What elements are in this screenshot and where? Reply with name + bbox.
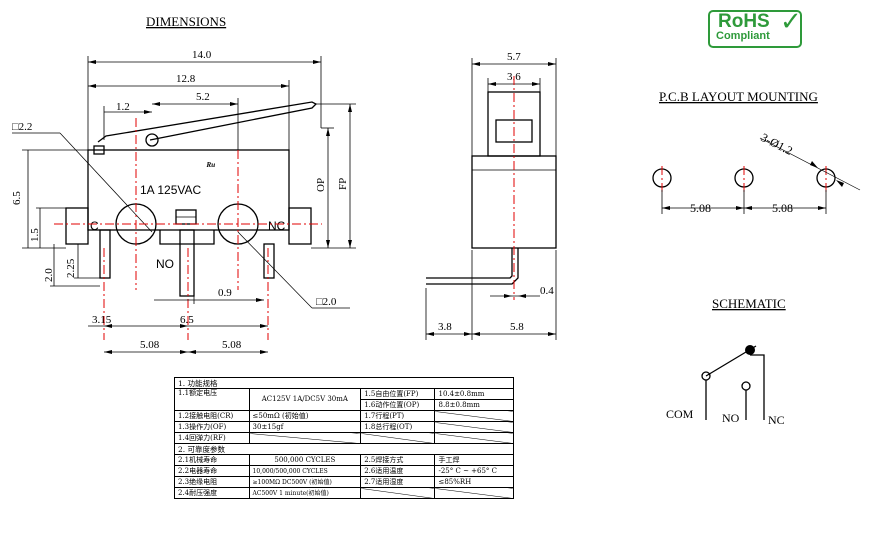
spec-cell: ≤50mΩ (初始值) <box>248 410 362 422</box>
spec-cell: 手工焊 <box>434 454 514 466</box>
spec-cell: 1.4回弹力(RF) <box>174 432 250 444</box>
pcb-layout: 5.08 5.08 3-Ø1.2 <box>652 130 861 215</box>
dim-pitch-left: 5.08 <box>140 339 160 351</box>
spec-cell: 1.8总行程(OT) <box>360 421 436 433</box>
label-nc: NC <box>268 219 286 233</box>
dim-width-total: 14.0 <box>192 49 212 61</box>
spec-cell-empty <box>248 432 362 444</box>
table-row: 1. 功能规格 <box>174 377 514 389</box>
check-icon: ✓ <box>780 6 802 36</box>
dim-op: OP <box>315 178 327 192</box>
spec-cell: 1.7行程(PT) <box>360 410 436 422</box>
spec-cell: 30±15gf <box>248 421 362 433</box>
spec-cell-empty <box>434 421 514 433</box>
pcb-hole-spec: 3-Ø1.2 <box>759 130 795 158</box>
table-row: 1.2接触电阻(CR) ≤50mΩ (初始值) 1.7行程(PT) <box>174 410 514 422</box>
table-row: 1.4回弹力(RF) <box>174 432 514 444</box>
spec-cell: 2.2电器寿命 <box>174 465 250 477</box>
table-row: 2. 可靠度参数 <box>174 443 514 455</box>
spec-cell: 1.5自由位置(FP) <box>360 388 436 400</box>
spec-cell: 1.3操作力(OF) <box>174 421 250 433</box>
spec-cell-empty <box>360 487 436 499</box>
dim-terminal-1-5: 1.5 <box>29 228 41 242</box>
dim-3-8: 3.8 <box>438 321 452 333</box>
dim-terminal-2-0: 2.0 <box>43 268 55 282</box>
table-row: 1.1额定电压 AC125V 1A/DC5V 30mA 1.5自由位置(FP) … <box>174 388 514 411</box>
rohs-title: RoHS <box>718 11 770 32</box>
table-row: 2.2电器寿命 10,000/500,000 CYCLES 2.6适用温度 -2… <box>174 465 514 477</box>
spec-cell: AC500V 1 minute(初始值) <box>248 487 362 499</box>
spec-cell: 1.6动作位置(OP) <box>360 399 436 411</box>
dim-5-7: 5.7 <box>507 51 521 63</box>
dim-height: 6.5 <box>11 191 23 205</box>
dim-3-15: 3.15 <box>92 314 112 326</box>
dim-square-bottom: □2.0 <box>316 296 337 308</box>
dim-0-9: 0.9 <box>218 287 232 299</box>
ul-mark: ᴿᵘ <box>206 159 215 173</box>
dim-pitch-right: 5.08 <box>222 339 242 351</box>
spec-cell: 2.5焊接方式 <box>360 454 436 466</box>
label-c: C <box>90 219 99 233</box>
dimensions-title: DIMENSIONS <box>146 14 226 29</box>
spec-cell: 2.7适用湿度 <box>360 476 436 488</box>
pcb-pitch-1: 5.08 <box>690 201 711 215</box>
dim-0-4: 0.4 <box>540 285 554 297</box>
spec-cell: ≤85%RH <box>434 476 514 488</box>
dim-terminal-2-25: 2.25 <box>65 258 77 278</box>
table-row: 2.3绝缘电阻 ≥100MΩ DC500V (初始值) 2.7适用湿度 ≤85%… <box>174 476 514 488</box>
spec-cell: ≥100MΩ DC500V (初始值) <box>248 476 362 488</box>
side-view: 5.7 3.6 0.4 3.8 5.8 <box>425 51 557 340</box>
spec-cell: 1.1额定电压 <box>174 388 250 411</box>
spec-cell: 2.4耐压强度 <box>174 487 250 499</box>
spec-cell: 8.8±0.8mm <box>434 399 514 411</box>
dim-6-5: 6.5 <box>180 314 194 326</box>
spec-cell: 10.4±0.8mm <box>434 388 514 400</box>
rohs-badge: RoHS Compliant ✓ <box>708 6 802 48</box>
spec-cell-empty <box>434 410 514 422</box>
dim-square-top: □2.2 <box>12 121 32 133</box>
spec-cell: AC125V 1A/DC5V 30mA <box>248 388 362 411</box>
rohs-subtitle: Compliant <box>716 30 770 42</box>
spec-cell-empty <box>434 487 514 499</box>
dim-width-body: 12.8 <box>176 73 196 85</box>
spec-cell: 10,000/500,000 CYCLES <box>248 465 362 477</box>
schematic-no: NO <box>722 411 740 425</box>
rating-label: 1A 125VAC <box>140 183 201 197</box>
spec-cell: 1.2接触电阻(CR) <box>174 410 250 422</box>
spec-cell-empty <box>434 432 514 444</box>
schematic: COM NO NC <box>666 345 785 427</box>
table-row: 2.4耐压强度 AC500V 1 minute(初始值) <box>174 487 514 499</box>
table-row: 2.1机械寿命 500,000 CYCLES 2.5焊接方式 手工焊 <box>174 454 514 466</box>
front-view: 14.0 12.8 5.2 1.2 □2.2 <box>11 49 356 354</box>
schematic-nc: NC <box>768 413 785 427</box>
label-no: NO <box>156 257 174 271</box>
table-row: 1.3操作力(OF) 30±15gf 1.8总行程(OT) <box>174 421 514 433</box>
spec-cell: 2.6适用温度 <box>360 465 436 477</box>
pcb-pitch-2: 5.08 <box>772 201 793 215</box>
spec-cell: -25° C ~ +65° C <box>434 465 514 477</box>
schematic-title: SCHEMATIC <box>712 296 786 311</box>
spec-table: 1. 功能规格 1.1额定电压 AC125V 1A/DC5V 30mA 1.5自… <box>174 377 514 499</box>
dim-5-8: 5.8 <box>510 321 524 333</box>
dim-lever-offset: 1.2 <box>116 101 130 113</box>
dim-fp: FP <box>337 178 349 190</box>
dim-lever-pivot: 5.2 <box>196 91 210 103</box>
schematic-com: COM <box>666 407 694 421</box>
spec-cell: 2.3绝缘电阻 <box>174 476 250 488</box>
spec-cell: 500,000 CYCLES <box>248 454 362 466</box>
pcb-layout-title: P.C.B LAYOUT MOUNTING <box>659 89 818 104</box>
spec-cell: 2.1机械寿命 <box>174 454 250 466</box>
spec-section-1: 1. 功能规格 <box>174 377 514 389</box>
spec-section-2: 2. 可靠度参数 <box>174 443 514 455</box>
spec-cell-empty <box>360 432 436 444</box>
